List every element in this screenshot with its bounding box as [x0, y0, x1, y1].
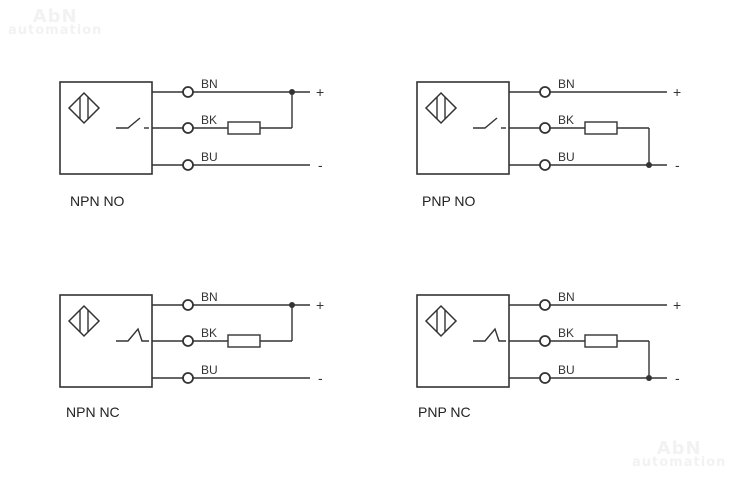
sensor-box	[416, 81, 510, 175]
wire-label-bu: BU	[558, 150, 575, 164]
terminal-icon	[539, 372, 551, 384]
terminal-minus: -	[675, 157, 680, 173]
wire-label-bu: BU	[201, 150, 218, 164]
diagram-pnp-nc: BN BK BU + -	[416, 290, 681, 388]
terminal-icon	[182, 86, 194, 98]
terminal-icon	[182, 122, 194, 134]
diagram-npn-no: BN BK BU + -	[59, 77, 324, 175]
terminal-icon	[539, 335, 551, 347]
junction-dot	[646, 375, 652, 381]
wire-label-bk: BK	[558, 113, 574, 127]
caption-pnp-nc: PNP NC	[418, 404, 471, 420]
load-resistor-icon	[584, 334, 618, 348]
terminal-icon	[182, 159, 194, 171]
terminal-plus: +	[673, 297, 681, 313]
terminal-plus: +	[316, 84, 324, 100]
inductive-sensor-icon	[424, 91, 458, 125]
wire-label-bk: BK	[558, 326, 574, 340]
terminal-minus: -	[318, 370, 323, 386]
load-resistor-icon	[584, 121, 618, 135]
sensor-box	[59, 294, 153, 388]
wire-label-bk: BK	[201, 326, 217, 340]
inductive-sensor-icon	[67, 304, 101, 338]
terminal-icon	[539, 299, 551, 311]
switch-nc-icon	[473, 327, 506, 342]
terminal-icon	[539, 159, 551, 171]
terminal-minus: -	[318, 157, 323, 173]
terminal-icon	[182, 335, 194, 347]
terminal-icon	[539, 122, 551, 134]
load-resistor-icon	[227, 121, 261, 135]
terminal-minus: -	[675, 370, 680, 386]
wire-label-bk: BK	[201, 113, 217, 127]
wire-label-bn: BN	[558, 290, 575, 304]
inductive-sensor-icon	[424, 304, 458, 338]
watermark-sub: automation	[632, 455, 727, 470]
diagram-npn-nc: BN BK BU + -	[59, 290, 324, 388]
wire-label-bn: BN	[201, 290, 218, 304]
caption-npn-no: NPN NO	[70, 193, 125, 209]
junction-dot	[289, 89, 295, 95]
wire-label-bn: BN	[201, 77, 218, 91]
watermark-bottom-right: AbN automation	[632, 438, 727, 470]
watermark-top-left: AbN automation	[8, 6, 103, 38]
wire-label-bn: BN	[558, 77, 575, 91]
sensor-box	[59, 81, 153, 175]
caption-npn-nc: NPN NC	[66, 404, 120, 420]
watermark-brand: AbN	[656, 438, 702, 459]
caption-pnp-no: PNP NO	[422, 193, 476, 209]
switch-no-icon	[116, 117, 141, 129]
junction-dot	[289, 302, 295, 308]
switch-no-icon	[473, 117, 498, 129]
diagram-pnp-no: BN BK BU + -	[416, 77, 681, 175]
terminal-plus: +	[316, 297, 324, 313]
junction-dot	[646, 162, 652, 168]
terminal-icon	[539, 86, 551, 98]
terminal-icon	[182, 372, 194, 384]
inductive-sensor-icon	[67, 91, 101, 125]
wire-label-bu: BU	[201, 363, 218, 377]
sensor-box	[416, 294, 510, 388]
terminal-plus: +	[673, 84, 681, 100]
wire-label-bu: BU	[558, 363, 575, 377]
watermark-brand: AbN	[32, 6, 78, 27]
terminal-icon	[182, 299, 194, 311]
load-resistor-icon	[227, 334, 261, 348]
watermark-sub: automation	[8, 23, 103, 38]
switch-nc-icon	[116, 327, 149, 342]
